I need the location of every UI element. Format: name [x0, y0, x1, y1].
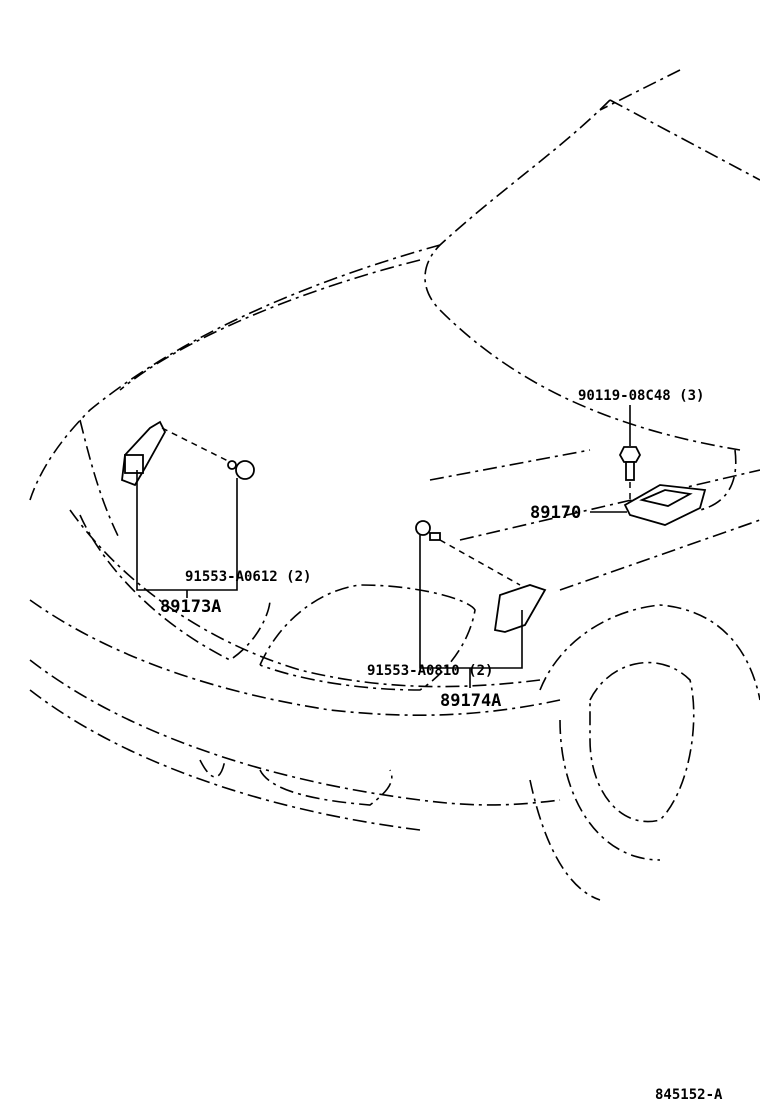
sensor-89173a — [121, 420, 167, 487]
bolt-91553-a0612 — [227, 460, 255, 480]
module-89170 — [623, 484, 707, 526]
part-label-91553-a0612: 91553-A0612 (2) — [185, 569, 311, 585]
sensor-89174a — [493, 584, 547, 633]
part-label-91553-a0810: 91553-A0810 (2) — [367, 663, 493, 679]
bolt-90119-08c48 — [618, 446, 642, 481]
part-label-89173a: 89173A — [160, 597, 221, 617]
leader-lines — [136, 405, 631, 688]
figure-id: 845152-A — [655, 1087, 723, 1103]
part-label-89174a: 89174A — [440, 691, 501, 711]
bolt-91553-a0810 — [415, 520, 441, 541]
car-outline — [29, 69, 760, 901]
part-label-90119-08c48: 90119-08C48 (3) — [578, 388, 704, 404]
part-label-89170: 89170 — [530, 503, 581, 523]
